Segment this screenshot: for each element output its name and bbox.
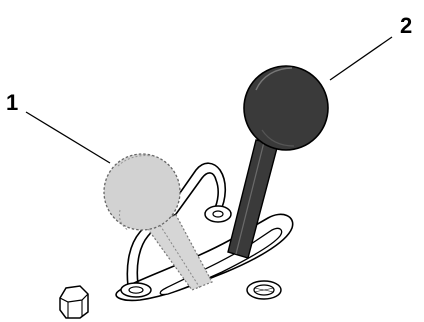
grommet — [246, 280, 282, 300]
callout-1-leader — [25, 111, 111, 164]
engaged-position-lever — [227, 65, 329, 259]
callout-2-leader — [329, 36, 393, 81]
callout-2-label: 2 — [400, 13, 412, 38]
guard-bracket — [120, 162, 232, 298]
hex-nut — [59, 285, 89, 319]
neutral-position-lever-ghost — [103, 153, 213, 291]
callout-1-label: 1 — [6, 90, 18, 115]
